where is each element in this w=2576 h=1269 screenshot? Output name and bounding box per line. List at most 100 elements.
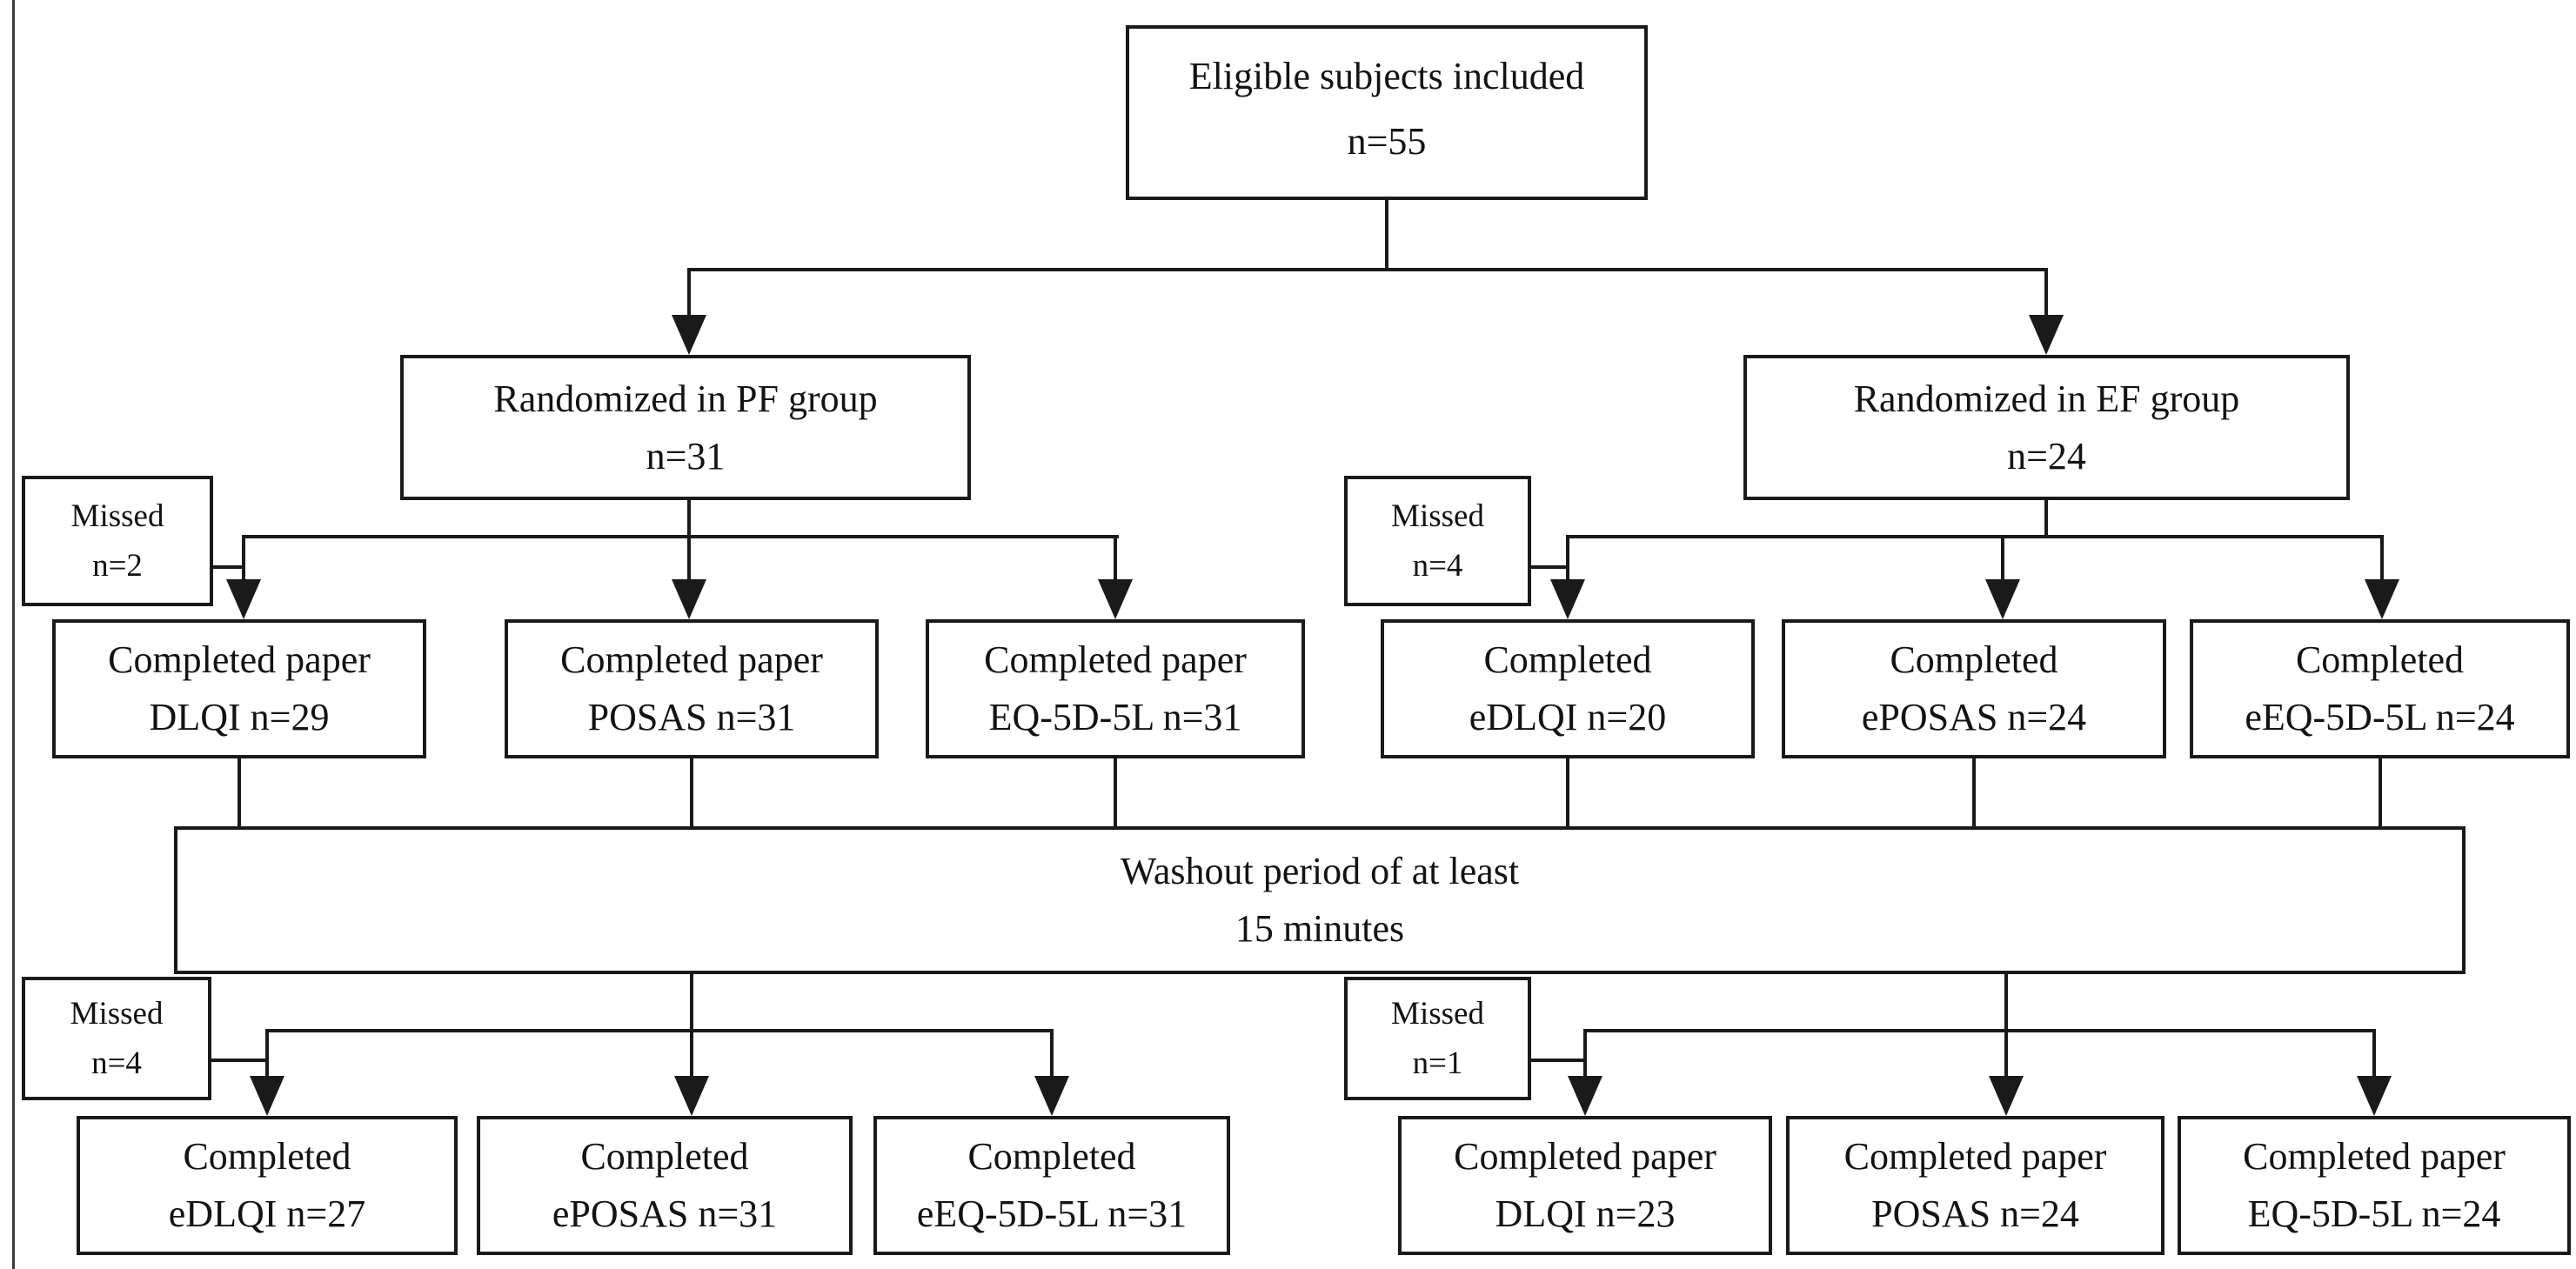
connector-line (1114, 538, 1117, 580)
connector-line (242, 535, 1119, 538)
flow-node-randomized-pf: Randomized in PF group n=31 (400, 355, 971, 500)
connector-line (265, 1032, 269, 1078)
flow-node-ef-paper-dlqi: Completed paper DLQI n=23 (1398, 1116, 1772, 1255)
flow-node-pf-edlqi: Completed eDLQI n=27 (77, 1116, 458, 1255)
connector-line (2004, 1032, 2008, 1078)
figure-edge-line (12, 0, 15, 1269)
flow-node-text: eDLQI n=20 (1469, 696, 1667, 738)
connector-line (687, 500, 691, 538)
connector-line (687, 538, 691, 580)
connector-line (690, 758, 693, 826)
flow-node-text: n=4 (91, 1045, 142, 1081)
flow-node-text: EQ-5D-5L n=24 (2247, 1192, 2501, 1235)
flow-node-eligible: Eligible subjects included n=55 (1126, 25, 1648, 200)
connector-line (2372, 1032, 2376, 1078)
connector-line (213, 565, 244, 569)
flow-node-text: Completed paper (560, 638, 823, 681)
connector-line (1050, 1032, 1054, 1078)
connector-line (687, 268, 2048, 271)
connector-line (242, 538, 245, 580)
arrowhead-down-icon (1985, 579, 2020, 619)
flow-node-text: Completed paper (1454, 1135, 1716, 1178)
flow-node-text: POSAS n=24 (1871, 1192, 2079, 1235)
flow-node-ef-eeq5d: Completed eEQ-5D-5L n=24 (2190, 619, 2570, 758)
flow-node-missed-pf-2: Missed n=4 (22, 977, 211, 1100)
flow-node-missed-ef: Missed n=4 (1344, 476, 1531, 606)
arrowhead-down-icon (2357, 1076, 2392, 1116)
connector-line (2379, 758, 2382, 826)
flow-node-ef-paper-eq5d: Completed paper EQ-5D-5L n=24 (2178, 1116, 2571, 1255)
flow-node-text: EQ-5D-5L n=31 (988, 696, 1242, 738)
arrowhead-down-icon (672, 579, 706, 619)
flow-node-text: Missed (70, 995, 164, 1032)
flow-node-text: Completed paper (1843, 1135, 2107, 1178)
flow-node-text: Completed (183, 1135, 351, 1178)
flow-node-text: eEQ-5D-5L n=24 (2245, 696, 2515, 738)
flow-node-text: n=2 (92, 548, 143, 584)
flow-node-randomized-ef: Randomized in EF group n=24 (1743, 355, 2350, 500)
connector-line (2380, 538, 2384, 580)
flow-node-missed-ef-2: Missed n=1 (1344, 977, 1531, 1100)
flow-node-text: Washout period of at least (1120, 850, 1520, 892)
arrowhead-down-icon (2029, 315, 2064, 355)
connector-line (265, 1029, 1054, 1032)
flow-node-text: Missed (1391, 995, 1484, 1032)
flow-node-text: 15 minutes (1234, 907, 1405, 950)
flow-node-ef-edlqi: Completed eDLQI n=20 (1381, 619, 1755, 758)
connector-line (211, 1059, 267, 1062)
flow-node-ef-eposas: Completed ePOSAS n=24 (1782, 619, 2166, 758)
flow-node-text: eEQ-5D-5L n=31 (916, 1192, 1188, 1235)
connector-line (238, 758, 241, 826)
flow-node-text: DLQI n=23 (1495, 1192, 1676, 1235)
flow-node-text: Completed (1483, 638, 1652, 681)
arrowhead-down-icon (226, 579, 261, 619)
arrowhead-down-icon (674, 1076, 709, 1116)
connector-line (1531, 565, 1568, 569)
flow-node-text: POSAS n=31 (587, 696, 796, 738)
connector-line (1385, 200, 1388, 271)
flow-node-text: Randomized in EF group (1853, 377, 2240, 420)
flow-node-text: ePOSAS n=31 (552, 1192, 778, 1235)
flow-node-text: Completed (967, 1135, 1136, 1178)
flow-node-text: n=24 (2007, 434, 2086, 478)
connector-line (2044, 271, 2048, 317)
arrowhead-down-icon (672, 315, 706, 355)
flow-node-missed-pf: Missed n=2 (22, 476, 213, 606)
flow-node-text: Completed (2295, 638, 2465, 681)
arrowhead-down-icon (1568, 1076, 1602, 1116)
flow-node-pf-eposas: Completed ePOSAS n=31 (477, 1116, 853, 1255)
connector-line (690, 974, 693, 1032)
arrowhead-down-icon (250, 1076, 284, 1116)
flow-node-text: n=55 (1347, 120, 1427, 163)
flow-node-washout: Washout period of at least 15 minutes (174, 826, 2466, 974)
connector-line (1566, 758, 1569, 826)
flow-node-text: n=1 (1412, 1045, 1463, 1081)
flow-node-pf-paper-posas: Completed paper POSAS n=31 (505, 619, 879, 758)
connector-line (1583, 1029, 2376, 1032)
arrowhead-down-icon (1034, 1076, 1069, 1116)
flow-node-text: ePOSAS n=24 (1861, 696, 2087, 738)
arrowhead-down-icon (1989, 1076, 2024, 1116)
flow-node-pf-eeq5d: Completed eEQ-5D-5L n=31 (873, 1116, 1230, 1255)
flow-node-text: Randomized in PF group (493, 377, 878, 420)
flow-node-text: Completed paper (108, 638, 371, 681)
connector-line (690, 1032, 693, 1078)
connector-line (2044, 500, 2048, 538)
flow-node-text: Completed paper (2243, 1135, 2506, 1178)
flow-node-text: eDLQI n=27 (168, 1192, 366, 1235)
arrowhead-down-icon (2365, 579, 2399, 619)
connector-line (2001, 538, 2004, 580)
flow-node-text: Eligible subjects included (1188, 55, 1585, 97)
connector-line (1531, 1059, 1585, 1062)
arrowhead-down-icon (1550, 579, 1585, 619)
flow-node-text: Completed (580, 1135, 749, 1178)
flow-node-text: Missed (70, 498, 164, 534)
connector-line (1566, 538, 1569, 580)
connector-line (687, 271, 691, 317)
arrowhead-down-icon (1098, 579, 1133, 619)
flow-node-text: n=31 (646, 434, 726, 478)
connector-line (1972, 758, 1976, 826)
flow-node-text: Completed (1890, 638, 2058, 681)
flow-node-pf-paper-dlqi: Completed paper DLQI n=29 (52, 619, 426, 758)
